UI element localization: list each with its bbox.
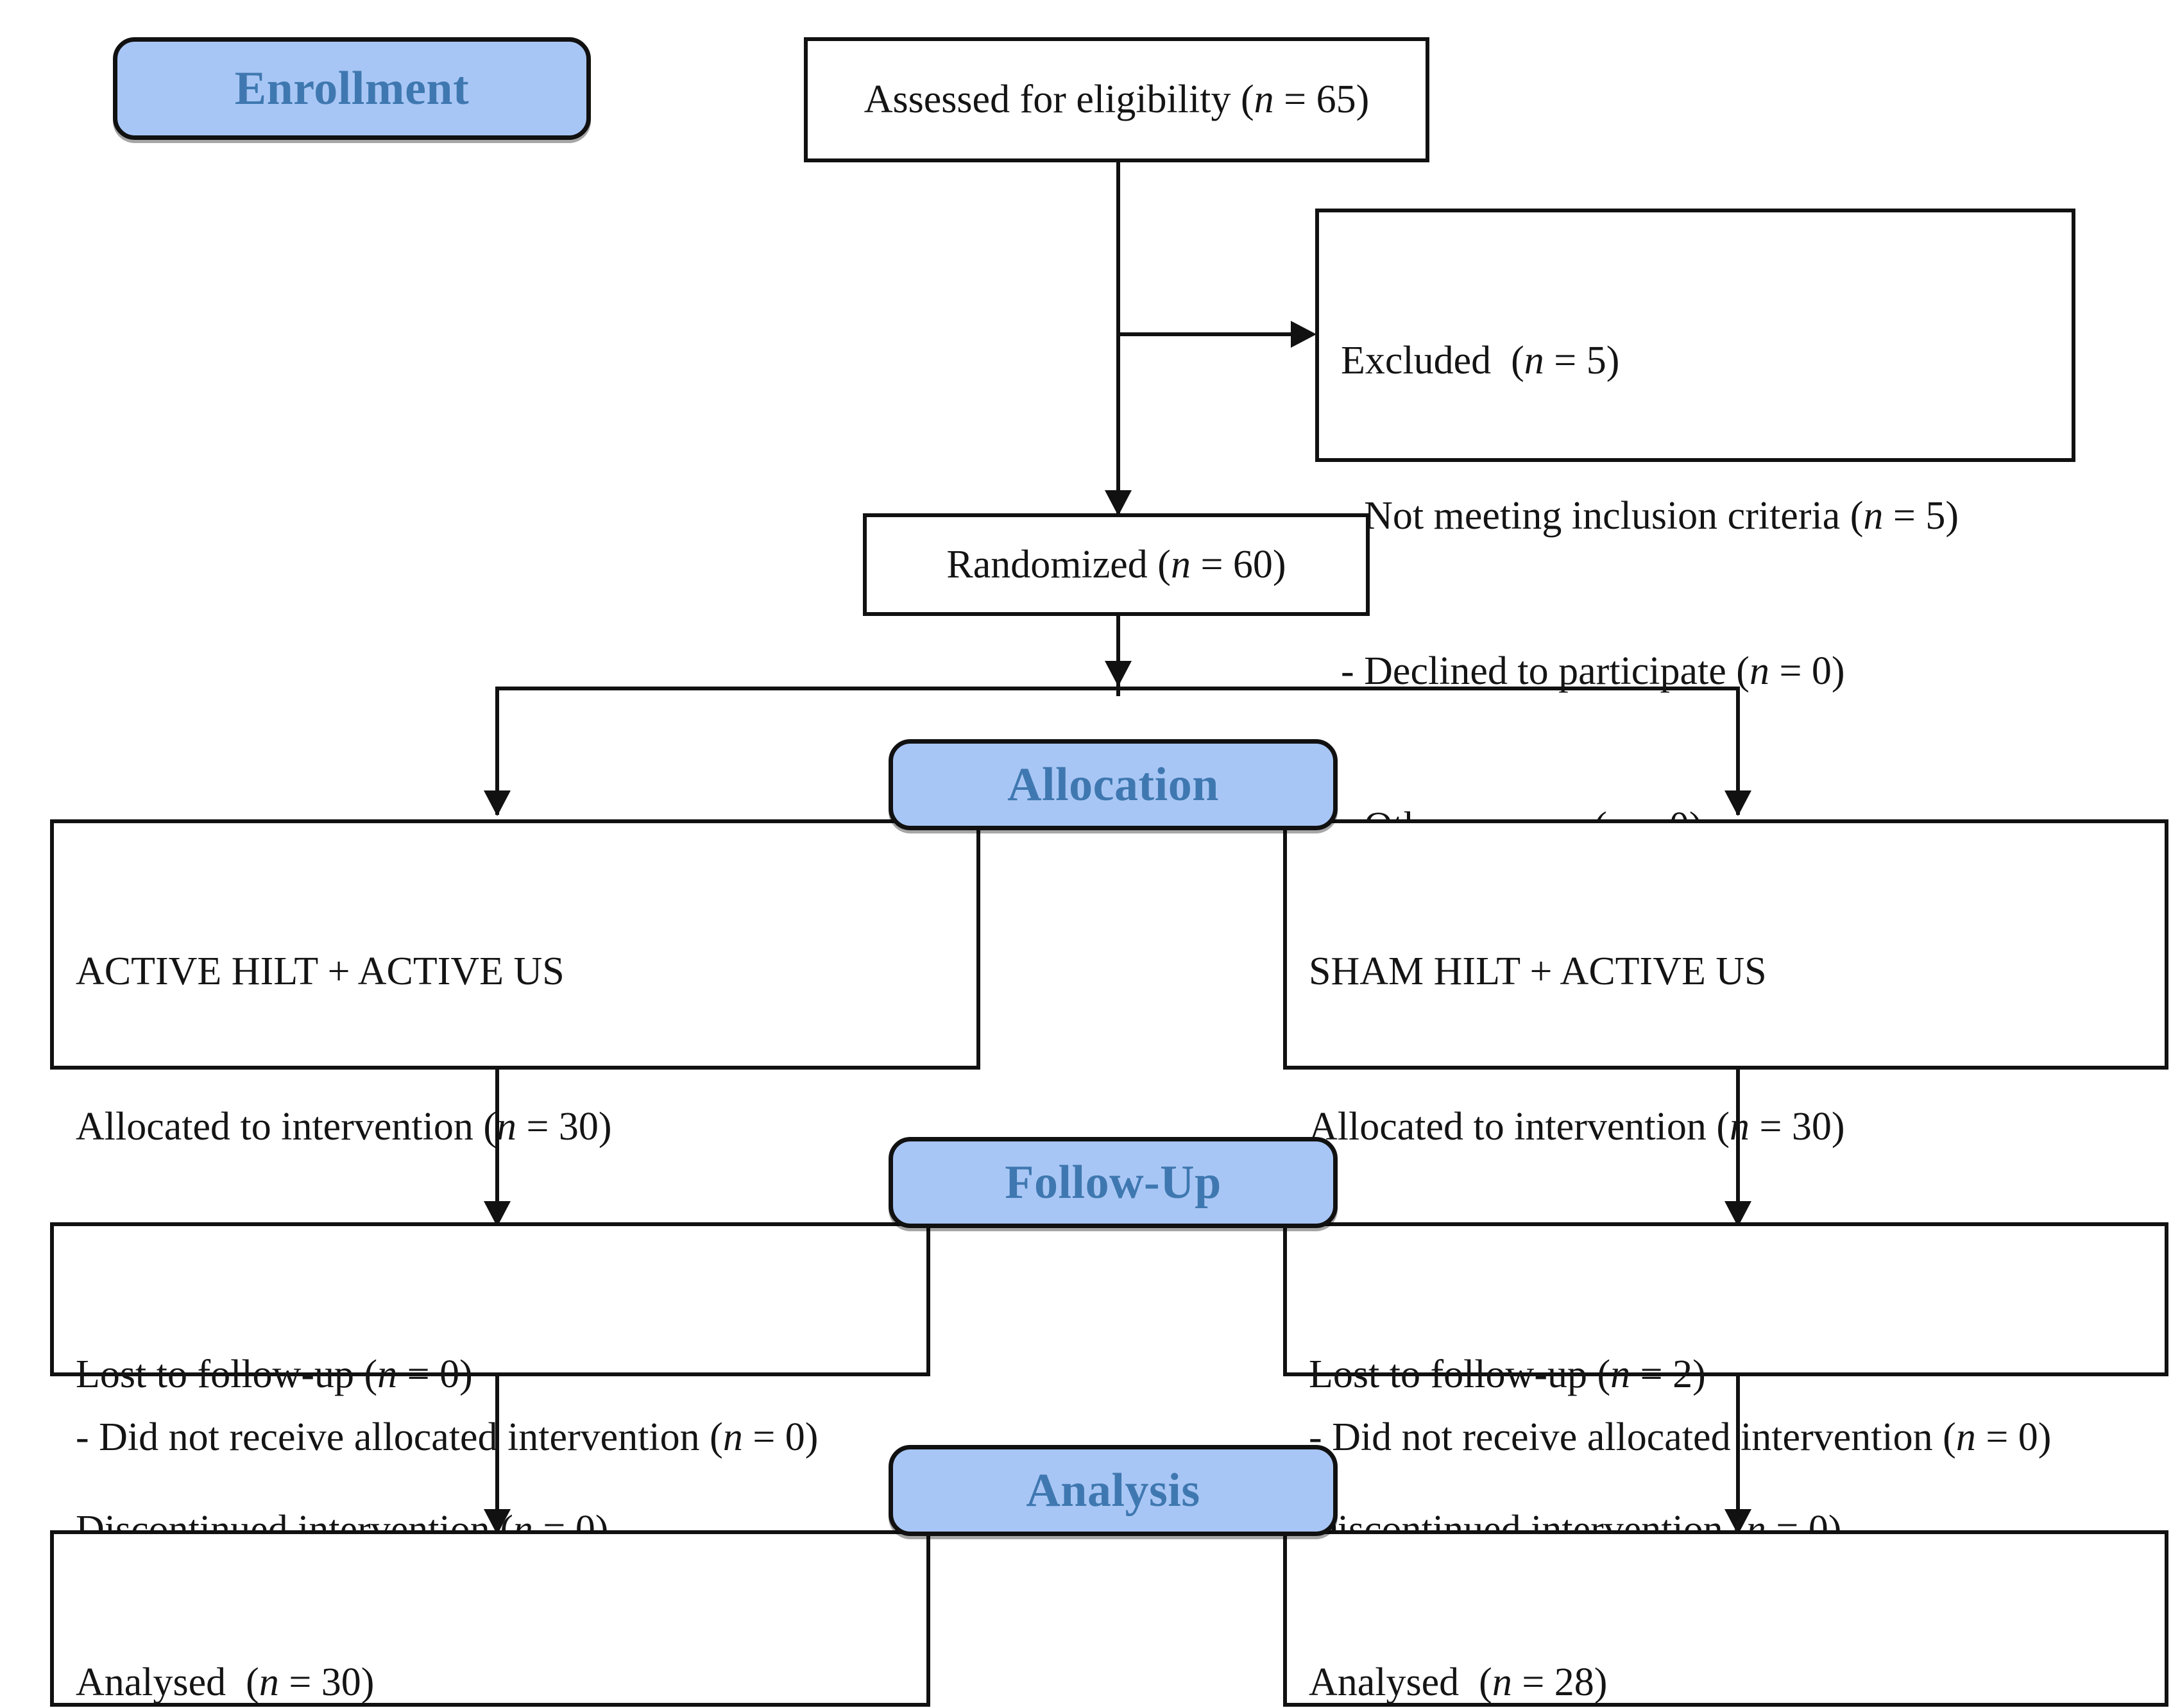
node-line: Analysed (n = 30)	[76, 1661, 375, 1705]
stage-badge-enrollment-label: Enrollment	[234, 62, 470, 115]
node-line: Excluded (n = 5)	[1341, 339, 1620, 383]
arrow-to-alloc-left	[484, 790, 511, 816]
node-line: - Declined to participate (n = 0)	[1341, 649, 1845, 693]
connector-followright-to-analysisright	[1736, 1373, 1740, 1533]
node-followup-active-arm: Lost to follow-up (n = 0) Discontinued i…	[50, 1222, 930, 1551]
node-line: Lost to follow-up (n = 0)	[76, 1353, 473, 1397]
node-allocation-sham-arm: SHAM HILT + ACTIVE US Allocated to inter…	[1283, 819, 2168, 1459]
stage-badge-analysis: Analysis	[889, 1445, 1338, 1536]
node-assessed-for-eligibility: Assessed for eligibility (n = 65)	[804, 37, 1429, 162]
node-line: Assessed for eligibility (n = 65)	[864, 78, 1370, 122]
node-allocation-active-arm: ACTIVE HILT + ACTIVE US Allocated to int…	[50, 819, 980, 1459]
stage-badge-followup-label: Follow-Up	[1005, 1156, 1222, 1209]
connector-split-left-drop	[495, 687, 499, 815]
node-excluded: Excluded (n = 5) - Not meeting inclusion…	[1315, 209, 2075, 848]
node-line: ACTIVE HILT + ACTIVE US	[76, 950, 565, 994]
node-line: - Not meeting inclusion criteria (n = 5)	[1341, 493, 1959, 538]
connector-to-excluded	[1116, 332, 1296, 336]
node-line: Lost to follow-up (n = 2)	[1309, 1353, 1706, 1397]
connector-assessed-trunk	[1116, 160, 1120, 558]
node-assessed-text: Assessed for eligibility (n = 65)	[864, 0, 1370, 229]
arrow-to-excluded	[1291, 321, 1316, 348]
node-followup-sham-text: Lost to follow-up (n = 2) Discontinued i…	[1287, 1226, 2165, 1659]
node-line: - Did not receive allocated intervention…	[76, 1415, 819, 1459]
connector-split-right-drop	[1736, 687, 1740, 815]
connector-allocleft-to-followleft	[495, 1065, 499, 1225]
stage-badge-allocation-label: Allocation	[1007, 758, 1219, 811]
connector-allocright-to-followright	[1736, 1065, 1740, 1225]
stage-badge-allocation: Allocation	[889, 739, 1338, 830]
arrow-to-randomized	[1105, 490, 1132, 516]
node-followup-sham-arm: Lost to follow-up (n = 2) Discontinued i…	[1283, 1222, 2168, 1551]
stage-badge-followup: Follow-Up	[889, 1137, 1338, 1228]
node-line: Analysed (n = 28)	[1309, 1661, 1608, 1705]
node-randomized: Randomized (n = 60)	[863, 513, 1370, 616]
connector-randomized-trunk	[1116, 613, 1120, 696]
node-analysis-sham-text: Analysed (n = 28) - Excluded from analys…	[1287, 1534, 2165, 1708]
arrow-randomized-split	[1105, 661, 1132, 687]
connector-split-bar	[495, 687, 1740, 690]
node-line: - Did not receive allocated intervention…	[1309, 1415, 2052, 1459]
connector-followleft-to-analysisleft	[495, 1373, 499, 1533]
node-line: Allocated to intervention (n = 30)	[76, 1104, 612, 1149]
node-line: Allocated to intervention (n = 30)	[1309, 1104, 1845, 1149]
arrow-to-alloc-right	[1724, 790, 1751, 816]
node-analysis-sham-arm: Analysed (n = 28) - Excluded from analys…	[1283, 1530, 2168, 1707]
node-line: Randomized (n = 60)	[946, 542, 1286, 586]
node-analysis-active-text: Analysed (n = 30) - Excluded from analys…	[54, 1534, 926, 1708]
stage-badge-enrollment: Enrollment	[113, 37, 591, 140]
node-analysis-active-arm: Analysed (n = 30) - Excluded from analys…	[50, 1530, 930, 1707]
node-randomized-text: Randomized (n = 60)	[946, 436, 1286, 694]
node-line: SHAM HILT + ACTIVE US	[1309, 950, 1767, 994]
stage-badge-analysis-label: Analysis	[1026, 1464, 1200, 1517]
